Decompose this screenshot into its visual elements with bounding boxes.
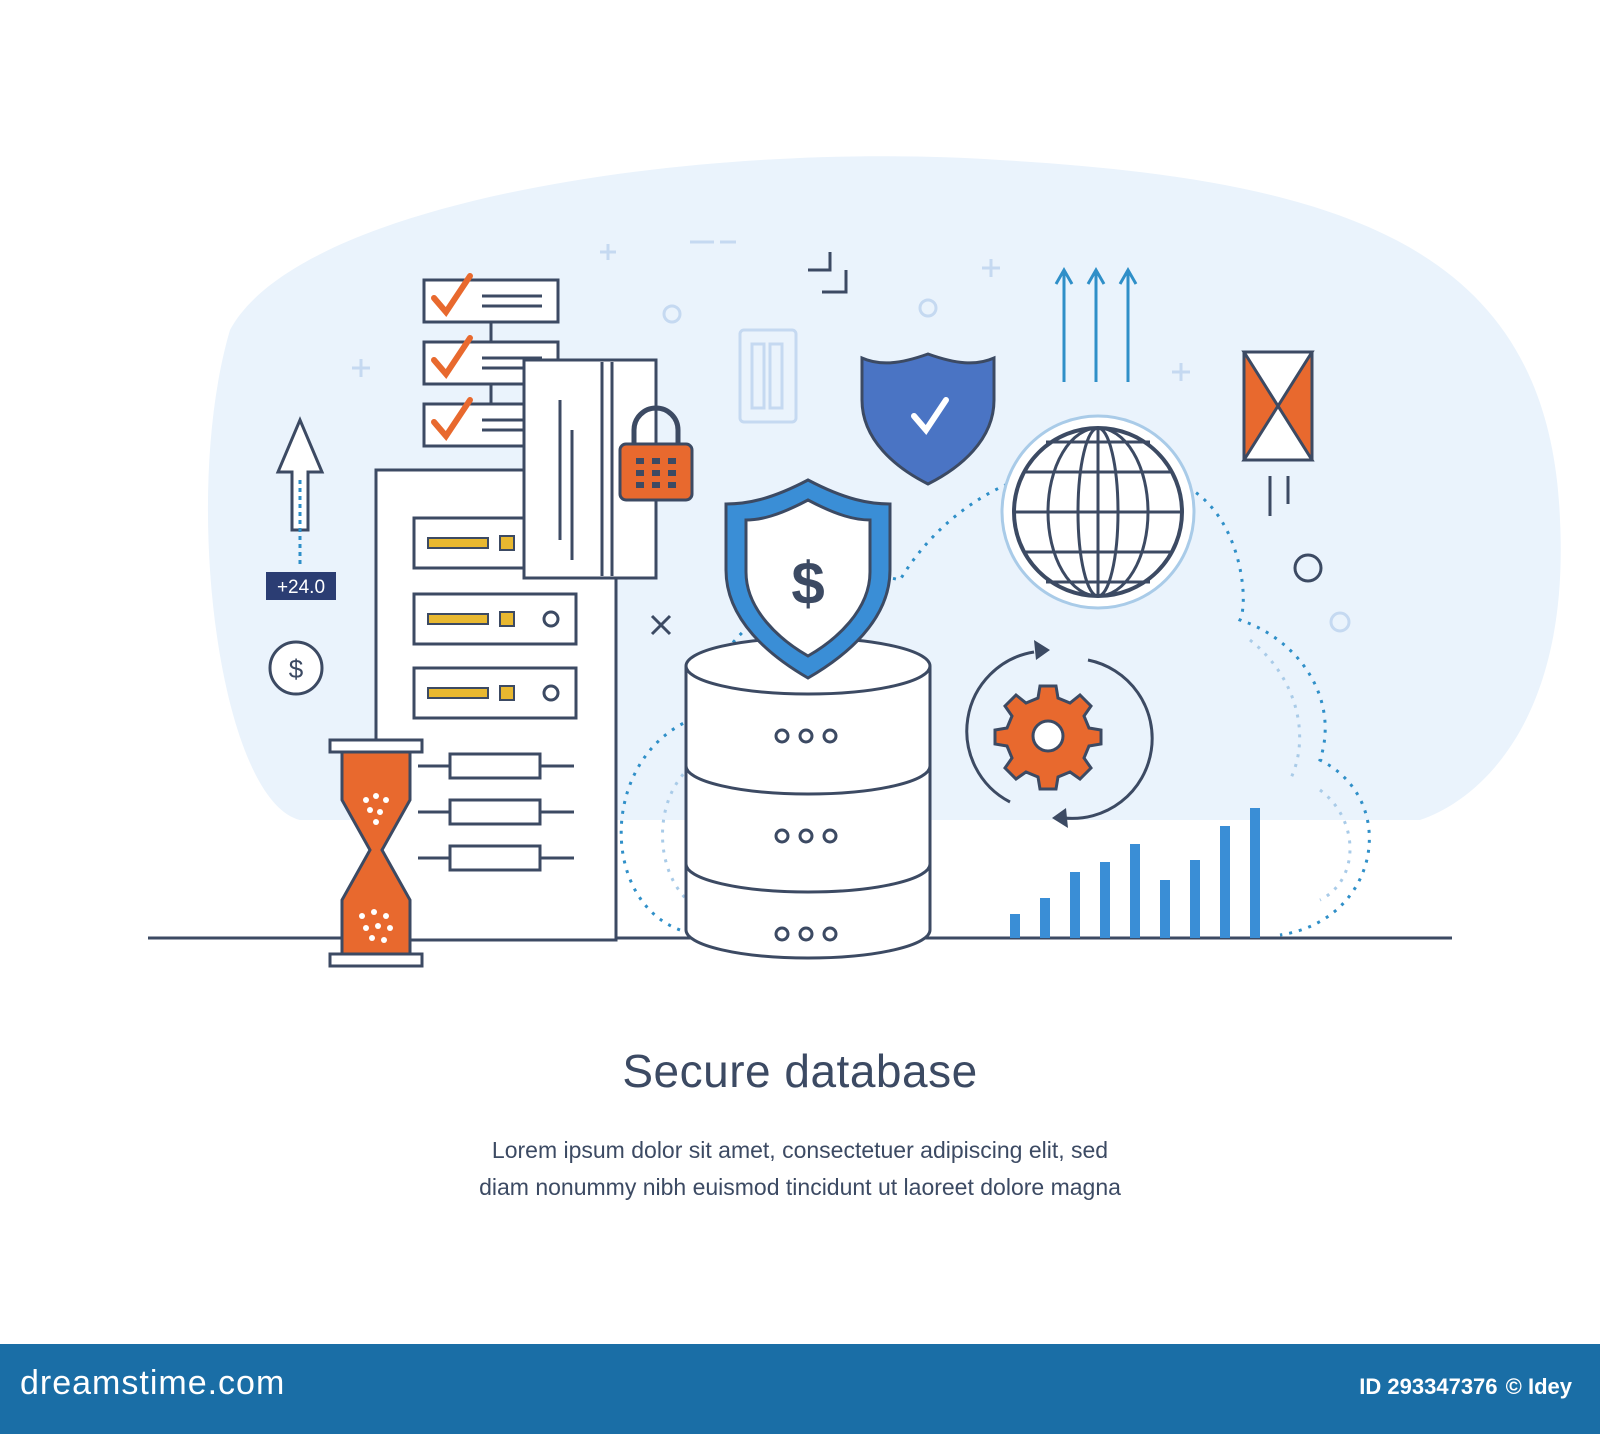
phone-outline: [738, 328, 798, 424]
decor-ticks: [1268, 476, 1290, 516]
growth-badge: [266, 572, 336, 600]
envelope-icon: [1241, 350, 1315, 462]
database-icon: [684, 636, 932, 960]
upload-arrows-icon: [1054, 266, 1138, 382]
growth-badge-label: +24.0: [277, 577, 325, 598]
hourglass-icon: [328, 738, 424, 968]
footer-bar: dreamstime.com ID 293347376 © Idey: [0, 1344, 1600, 1434]
description-text: Lorem ipsum dolor sit amet, consectetuer…: [0, 1132, 1600, 1206]
decor-cross: [650, 614, 672, 636]
decor-rings: [662, 298, 1351, 633]
globe-icon: [1000, 414, 1196, 610]
description-line-2: diam nonummy nibh euismod tincidunt ut l…: [479, 1174, 1121, 1200]
coin-icon: $: [268, 640, 324, 696]
page-title: Secure database: [622, 1045, 978, 1097]
brand-logo: dreamstime.com: [20, 1364, 286, 1402]
description-line-1: Lorem ipsum dolor sit amet, consectetuer…: [491, 1137, 1109, 1163]
image-id: ID 293347376: [1359, 1374, 1498, 1399]
image-credit: ID 293347376 © Idey: [1357, 1374, 1572, 1400]
padlock-icon: [618, 405, 694, 502]
bar-graph-icon: [1010, 808, 1260, 938]
gear-refresh-icon: [965, 640, 1154, 828]
decor-angle: [808, 252, 848, 294]
decor-ring-dark: [1293, 553, 1323, 583]
coin-dollar-sign: $: [289, 654, 304, 684]
check-shield-icon: [860, 352, 996, 486]
author-credit: © Idey: [1505, 1374, 1572, 1399]
cloud-outline-inner: [661, 638, 1352, 912]
decor-plus-signs: [352, 244, 1190, 381]
dollar-sign: $: [791, 550, 824, 617]
dollar-shield-icon: $: [724, 478, 892, 680]
secure-database-illustration: +24.0 $: [148, 156, 1561, 968]
growth-arrow-icon: [275, 416, 325, 566]
